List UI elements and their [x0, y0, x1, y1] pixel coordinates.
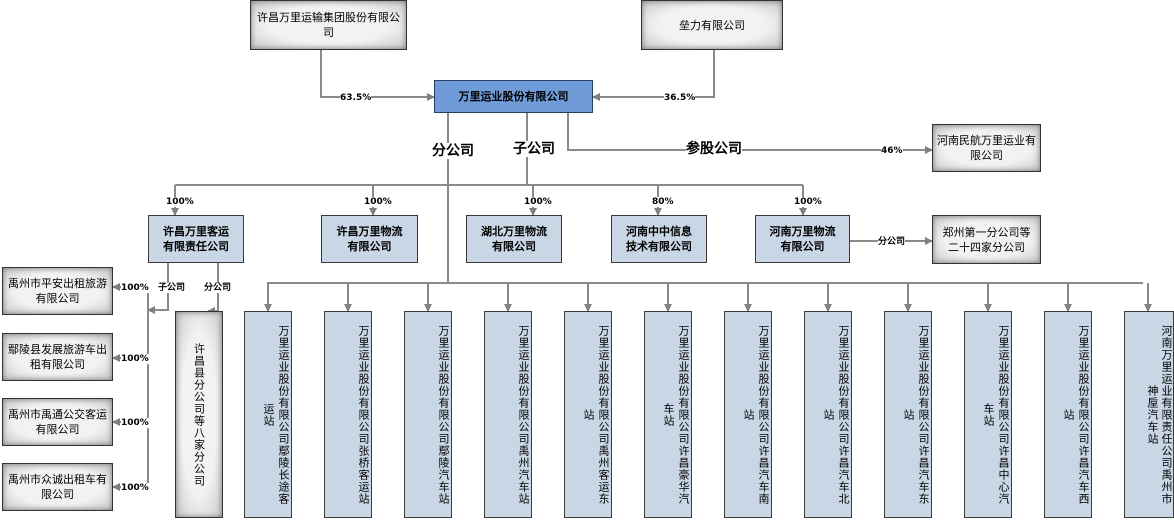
- main-company-name: 万里运业股份有限公司: [458, 90, 569, 103]
- share-label: 36.5%: [664, 93, 696, 103]
- main-company[interactable]: 万里运业股份有限公司: [434, 80, 593, 113]
- company-name: 许昌万里物流有限公司: [336, 225, 403, 253]
- company-name: 郑州第一分公司等二十四家分公司: [942, 225, 1031, 254]
- xuchang-county-branches[interactable]: 许昌县分公司等八家分公司: [175, 311, 223, 518]
- share-label: 100%: [524, 197, 552, 207]
- category-branch-label: 分公司: [432, 143, 474, 159]
- category-participation-label: 参股公司: [686, 141, 742, 157]
- station-name: 万里运业股份有限公司许昌汽车北站: [822, 324, 850, 505]
- station-name: 万里运业股份有限公司许昌汽车南站: [742, 324, 770, 505]
- category-subsidiary-label: 子公司: [513, 141, 555, 157]
- station-name: 万里运业股份有限公司许昌豪华汽车站: [662, 324, 690, 505]
- company-name: 禹州市平安出租旅游有限公司: [8, 277, 107, 305]
- station-name: 万里运业股份有限公司张桥客运站: [357, 324, 370, 505]
- company-name: 鄢陵县发展旅游车出租有限公司: [8, 343, 107, 371]
- company-name: 许昌万里客运有限责任公司: [163, 225, 229, 253]
- sub-subsidiary-box[interactable]: 鄢陵县发展旅游车出租有限公司: [2, 333, 113, 381]
- branch-station-box[interactable]: 万里运业股份有限公司许昌豪华汽车站: [644, 311, 692, 518]
- shareholder-xuchang-group[interactable]: 许昌万里运输集团股份有限公司: [250, 0, 407, 50]
- sub-subsidiary-box[interactable]: 禹州市众诚出租车有限公司: [2, 463, 113, 511]
- branch-label: 分公司: [878, 237, 906, 247]
- shareholder-name: 垒力有限公司: [679, 18, 745, 32]
- station-name: 万里运业股份有限公司许昌汽车东站: [902, 324, 930, 505]
- company-name: 许昌县分公司等八家分公司: [192, 342, 206, 487]
- branch-label: 分公司: [204, 283, 232, 293]
- subsidiary-box[interactable]: 湖北万里物流有限公司: [466, 215, 562, 263]
- share-label: 63.5%: [340, 93, 372, 103]
- subsidiary-box[interactable]: 河南中中信息技术有限公司: [611, 215, 707, 263]
- branch-station-box[interactable]: 万里运业股份有限公司许昌汽车西站: [1044, 311, 1092, 518]
- share-label: 100%: [121, 418, 149, 428]
- company-name: 湖北万里物流有限公司: [481, 225, 547, 253]
- shareholder-name: 许昌万里运输集团股份有限公司: [257, 11, 400, 39]
- subsidiary-box[interactable]: 河南万里物流有限公司: [755, 215, 850, 263]
- branch-station-box[interactable]: 河南万里运业有限责任公司禹州市神垕汽车站: [1124, 311, 1174, 518]
- share-label: 100%: [794, 197, 822, 207]
- share-label: 100%: [121, 354, 149, 364]
- company-name: 禹州市禹通公交客运有限公司: [8, 408, 107, 436]
- share-label: 100%: [121, 483, 149, 493]
- participation-company[interactable]: 河南民航万里运业有限公司: [932, 124, 1041, 172]
- station-name: 万里运业股份有限公司许昌中心汽车站: [982, 324, 1010, 505]
- share-label: 46%: [881, 146, 903, 156]
- station-name: 万里运业股份有限公司鄢陵长途客运站: [262, 324, 290, 505]
- branch-station-box[interactable]: 万里运业股份有限公司张桥客运站: [324, 311, 372, 518]
- branch-station-box[interactable]: 万里运业股份有限公司许昌汽车北站: [804, 311, 852, 518]
- branch-station-box[interactable]: 万里运业股份有限公司鄢陵长途客运站: [244, 311, 292, 518]
- henan-logistics-branches[interactable]: 郑州第一分公司等二十四家分公司: [932, 215, 1041, 264]
- station-name: 万里运业股份有限公司禹州客运东站: [582, 324, 610, 505]
- share-label: 100%: [166, 197, 194, 207]
- share-label: 100%: [364, 197, 392, 207]
- station-name: 万里运业股份有限公司许昌汽车西站: [1062, 324, 1090, 505]
- sub-subsidiary-box[interactable]: 禹州市禹通公交客运有限公司: [2, 398, 113, 446]
- station-name: 万里运业股份有限公司禹州汽车站: [517, 324, 530, 505]
- company-name: 河南民航万里运业有限公司: [937, 134, 1036, 162]
- station-name: 万里运业股份有限公司鄢陵汽车站: [437, 324, 450, 505]
- share-label: 80%: [652, 197, 674, 207]
- branch-station-box[interactable]: 万里运业股份有限公司鄢陵汽车站: [404, 311, 452, 518]
- company-name: 禹州市众诚出租车有限公司: [8, 473, 107, 501]
- company-name: 河南中中信息技术有限公司: [626, 225, 692, 253]
- company-name: 河南万里物流有限公司: [769, 225, 836, 253]
- branch-station-box[interactable]: 万里运业股份有限公司许昌中心汽车站: [964, 311, 1012, 518]
- branch-station-box[interactable]: 万里运业股份有限公司禹州客运东站: [564, 311, 612, 518]
- share-label: 100%: [121, 283, 149, 293]
- sub-subsidiary-box[interactable]: 禹州市平安出租旅游有限公司: [2, 267, 113, 315]
- branch-station-box[interactable]: 万里运业股份有限公司许昌汽车南站: [724, 311, 772, 518]
- shareholder-leili[interactable]: 垒力有限公司: [641, 0, 783, 50]
- station-name: 河南万里运业有限责任公司禹州市神垕汽车站: [1146, 324, 1173, 505]
- branch-station-box[interactable]: 万里运业股份有限公司许昌汽车东站: [884, 311, 932, 518]
- subsidiary-label: 子公司: [158, 283, 186, 293]
- subsidiary-box[interactable]: 许昌万里物流有限公司: [321, 215, 418, 263]
- subsidiary-box[interactable]: 许昌万里客运有限责任公司: [148, 215, 244, 263]
- branch-station-box[interactable]: 万里运业股份有限公司禹州汽车站: [484, 311, 532, 518]
